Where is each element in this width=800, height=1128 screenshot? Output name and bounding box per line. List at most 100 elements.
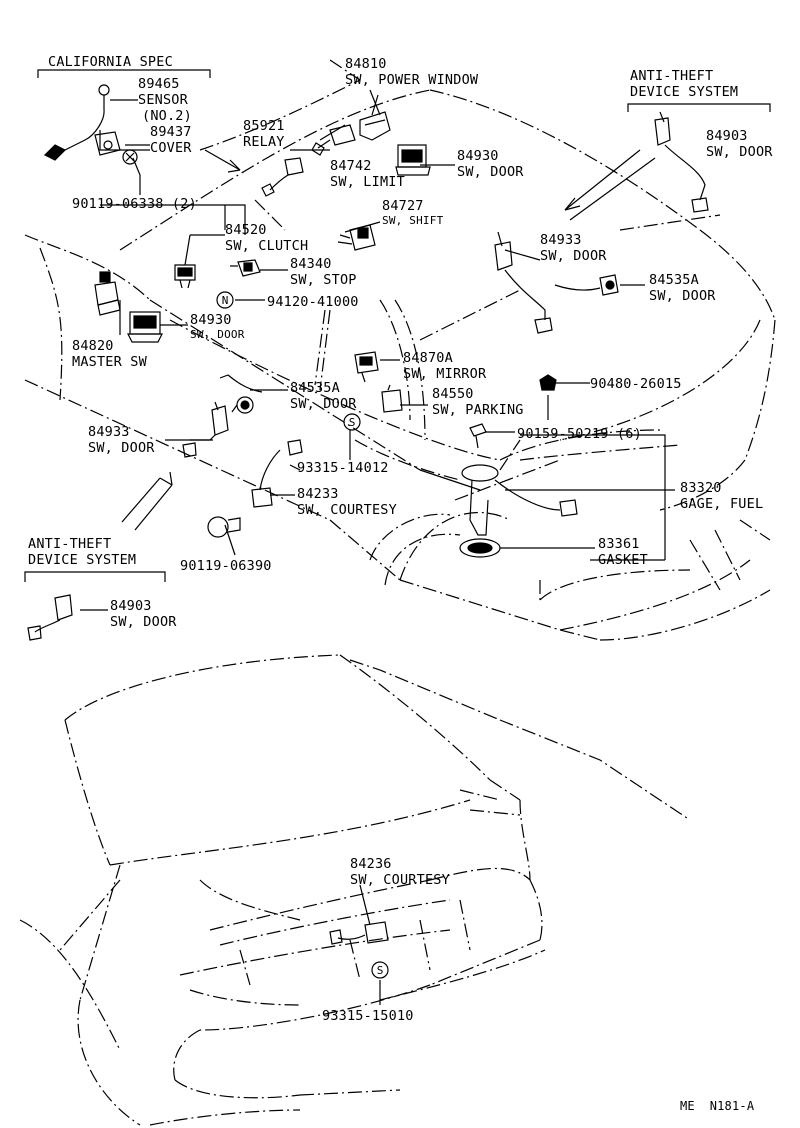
cover-89437-drawing xyxy=(94,131,121,156)
gasket-drawing xyxy=(459,538,501,558)
part-84870a-number: 84870A xyxy=(403,350,453,366)
door-switch-84930-drawing xyxy=(395,144,431,176)
clutch-switch-drawing xyxy=(174,264,196,289)
part-84903-top-name: SW, DOOR xyxy=(706,144,773,160)
part-84903-bottom-name: SW, DOOR xyxy=(110,614,177,630)
courtesy-switch-84233-drawing xyxy=(251,439,303,508)
screw-90159-drawing xyxy=(469,423,487,449)
part-84535a-left-number: 84535A xyxy=(290,380,340,396)
anti-theft-top-title-1: ANTI-THEFT xyxy=(630,68,714,84)
part-84340-number: 84340 xyxy=(290,256,332,272)
part-84903-top-number: 84903 xyxy=(706,128,748,144)
california-bracket xyxy=(37,69,211,78)
door-switch-84930-left-drawing xyxy=(127,311,163,343)
door-switch-84903-top-drawing xyxy=(654,111,709,213)
anti-theft-bottom-title-1: ANTI-THEFT xyxy=(28,536,112,552)
car-body-front-outline xyxy=(24,59,776,641)
part-84933-left-number: 84933 xyxy=(88,424,130,440)
part-84236-number: 84236 xyxy=(350,856,392,872)
part-84550-number: 84550 xyxy=(432,386,474,402)
part-84903-bottom-number: 84903 xyxy=(110,598,152,614)
nut-symbol-letter: N xyxy=(222,294,229,307)
part-93315-15010-number: 93315-15010 xyxy=(322,1008,414,1024)
part-85921-number: 85921 xyxy=(243,118,285,134)
part-84933-right-number: 84933 xyxy=(540,232,582,248)
part-84820-name: MASTER SW xyxy=(72,354,147,370)
part-84233-name: SW, COURTESY xyxy=(297,502,397,518)
part-89465-number: 89465 xyxy=(138,76,180,92)
part-85921-name: RELAY xyxy=(243,134,285,150)
diagram-reference-code: ME N181-A xyxy=(680,1099,755,1113)
part-84930-left-name: SW, DOOR xyxy=(190,328,245,341)
nut-symbol-drawing xyxy=(216,291,234,309)
bolt-90119-06390-drawing xyxy=(207,516,241,538)
leader-lines xyxy=(80,89,675,1005)
part-84810-name: SW, POWER WINDOW xyxy=(345,72,479,88)
part-84727-name: SW, SHIFT xyxy=(382,214,444,227)
part-84810-number: 84810 xyxy=(345,56,387,72)
arrows xyxy=(121,149,656,531)
door-switch-84933-right-drawing xyxy=(494,231,553,334)
part-94120-number: 94120-41000 xyxy=(267,294,359,310)
part-84535a-left-name: SW, DOOR xyxy=(290,396,357,412)
part-90480-number: 90480-26015 xyxy=(590,376,682,392)
screw-symbol-drawing xyxy=(343,413,361,431)
courtesy-switch-84236-drawing xyxy=(329,921,389,945)
door-switch-84535a-right-drawing xyxy=(554,274,619,296)
power-window-switch-drawing xyxy=(359,94,391,141)
part-84520-name: SW, CLUTCH xyxy=(225,238,309,254)
relay-85921-drawing xyxy=(311,124,356,156)
grommet-drawing xyxy=(539,374,557,391)
master-switch-drawing xyxy=(94,271,121,316)
part-84742-name: SW, LIMIT xyxy=(330,174,405,190)
part-84236-name: SW, COURTESY xyxy=(350,872,450,888)
anti-theft-top-bracket xyxy=(627,103,771,112)
car-body-rear-outline xyxy=(19,654,691,1126)
screw-symbol-rear-drawing xyxy=(371,961,389,979)
part-89437-name: COVER xyxy=(150,140,192,156)
part-83320-number: 83320 xyxy=(680,480,722,496)
part-83361-number: 83361 xyxy=(598,536,640,552)
part-84535a-right-number: 84535A xyxy=(649,272,699,288)
part-84930-top-name: SW, DOOR xyxy=(457,164,524,180)
part-84520-number: 84520 xyxy=(225,222,267,238)
part-84727-number: 84727 xyxy=(382,198,424,214)
parking-switch-drawing xyxy=(381,384,403,413)
shift-switch-drawing xyxy=(337,224,376,251)
part-84233-number: 84233 xyxy=(297,486,339,502)
anti-theft-bottom-bracket xyxy=(24,571,166,582)
limit-switch-drawing xyxy=(261,157,304,197)
part-89437-number: 89437 xyxy=(150,124,192,140)
part-84933-left-name: SW, DOOR xyxy=(88,440,155,456)
part-90119-06390-number: 90119-06390 xyxy=(180,558,272,574)
part-84535a-right-name: SW, DOOR xyxy=(649,288,716,304)
california-spec-title: CALIFORNIA SPEC xyxy=(48,54,173,70)
door-switch-84535a-left-drawing xyxy=(219,374,263,414)
anti-theft-top-title-2: DEVICE SYSTEM xyxy=(630,84,739,100)
part-84820-number: 84820 xyxy=(72,338,114,354)
fuel-gage-drawing xyxy=(461,464,578,536)
part-84870a-name: SW, MIRROR xyxy=(403,366,487,382)
part-89465-note: (NO.2) xyxy=(142,108,192,124)
part-84930-top-number: 84930 xyxy=(457,148,499,164)
screw-symbol-rear-letter: S xyxy=(377,964,384,977)
part-89465-name: SENSOR xyxy=(138,92,188,108)
sensor-89465-drawing xyxy=(43,84,110,161)
part-83320-name: GAGE, FUEL xyxy=(680,496,764,512)
part-84742-number: 84742 xyxy=(330,158,372,174)
door-switch-84933-left-drawing xyxy=(182,401,229,458)
part-90119-06338-number: 90119-06338 (2) xyxy=(72,196,197,212)
screw-symbol-letter: S xyxy=(349,416,356,429)
bolt-90119-06338-drawing xyxy=(122,149,138,165)
part-83361-name: GASKET xyxy=(598,552,648,568)
mirror-switch-drawing xyxy=(354,351,379,383)
part-84933-right-name: SW, DOOR xyxy=(540,248,607,264)
stop-switch-drawing xyxy=(230,259,261,277)
part-84340-name: SW, STOP xyxy=(290,272,357,288)
part-93315-14012-number: 93315-14012 xyxy=(297,460,389,476)
part-84930-left-number: 84930 xyxy=(190,312,232,328)
part-90159-number: 90159-50219 (6) xyxy=(517,426,642,442)
part-84550-name: SW, PARKING xyxy=(432,402,524,418)
